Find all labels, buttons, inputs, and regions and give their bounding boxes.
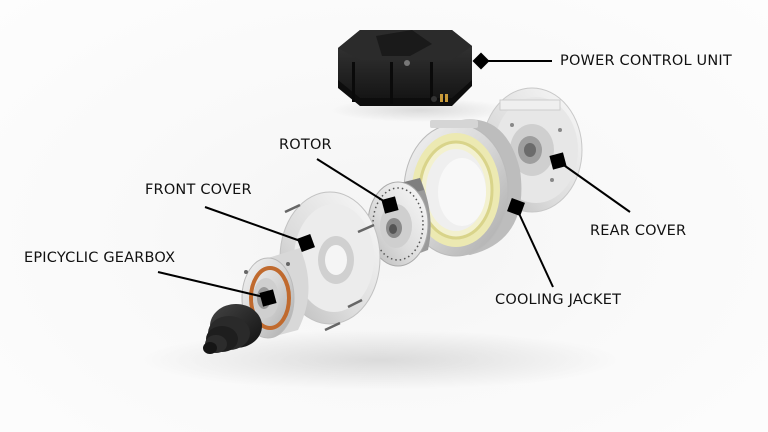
- leader-gearbox: [157, 271, 277, 307]
- square-marker-icon: [507, 198, 525, 216]
- leader-front-cover: [204, 206, 315, 252]
- leader-pcu: [472, 52, 552, 70]
- leader-rotor: [316, 158, 399, 214]
- leader-cooling-jacket: [507, 198, 554, 288]
- label-power-control-unit: POWER CONTROL UNIT: [560, 53, 732, 69]
- square-marker-icon: [549, 152, 567, 170]
- leader-rear-cover: [549, 152, 631, 213]
- square-marker-icon: [381, 196, 399, 214]
- label-epicyclic-gearbox: EPICYCLIC GEARBOX: [24, 250, 176, 266]
- label-front-cover: FRONT COVER: [145, 182, 252, 198]
- label-rear-cover: REAR COVER: [590, 223, 687, 239]
- label-cooling-jacket: COOLING JACKET: [495, 292, 622, 308]
- label-rotor: ROTOR: [279, 137, 332, 153]
- square-marker-icon: [259, 289, 277, 307]
- power-control-unit: [338, 30, 472, 106]
- square-marker-icon: [297, 234, 315, 252]
- diamond-marker-icon: [472, 52, 490, 70]
- rubber-boot: [203, 304, 262, 354]
